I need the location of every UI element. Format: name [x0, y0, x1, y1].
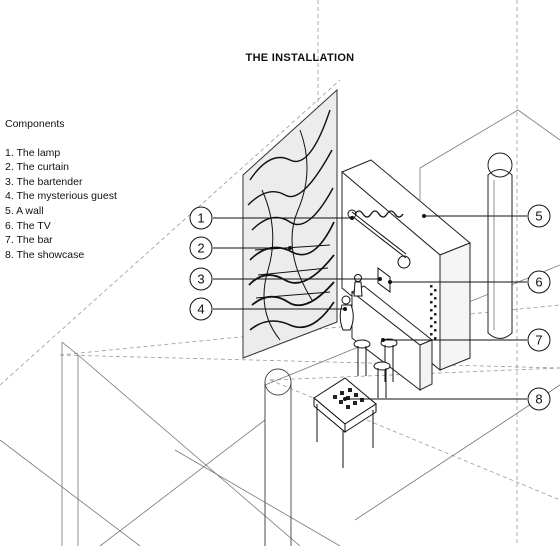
callout-bar: 7 [527, 328, 551, 352]
callout-7-number: 7 [535, 333, 542, 348]
legend-item-tv: 6. The TV [5, 219, 51, 232]
wall [341, 159, 471, 372]
page-title: THE INSTALLATION [245, 52, 355, 64]
figures [339, 274, 363, 331]
stools [353, 338, 398, 398]
legend-item-lamp: 1. The lamp [5, 146, 61, 159]
callout-3-number: 3 [197, 272, 204, 287]
callout-2-number: 2 [197, 241, 204, 256]
callout-bartender: 3 [189, 267, 213, 291]
callout-tv: 6 [527, 270, 551, 294]
legend-item-curtain: 2. The curtain [5, 161, 70, 174]
callouts: 1 2 3 4 5 6 7 8 [189, 204, 551, 411]
callout-mysterious-guest: 4 [189, 297, 213, 321]
callout-8-number: 8 [535, 392, 542, 407]
curtain [242, 88, 338, 359]
tv [377, 267, 391, 293]
pillar [264, 368, 292, 546]
callout-1-number: 1 [197, 211, 204, 226]
wall-graphic [430, 285, 437, 344]
legend-item-wall: 5. A wall [5, 204, 44, 217]
components-legend: Components 1. The lamp 2. The curtain 3.… [5, 117, 117, 262]
legend-heading: Components [5, 118, 65, 130]
leader-lines [213, 215, 527, 400]
callout-4-number: 4 [197, 302, 204, 317]
legend-item-bar: 7. The bar [5, 234, 53, 247]
callout-5-number: 5 [535, 209, 542, 224]
callout-6-number: 6 [535, 275, 542, 290]
showcase [313, 377, 377, 468]
legend-item-bartender: 3. The bartender [5, 175, 83, 188]
column [487, 152, 513, 339]
callout-curtain: 2 [189, 236, 213, 260]
legend-item-showcase: 8. The showcase [5, 248, 85, 261]
callout-showcase: 8 [527, 387, 551, 411]
legend-item-mysterious-guest: 4. The mysterious guest [5, 190, 117, 203]
callout-wall: 5 [527, 204, 551, 228]
lamp [347, 209, 411, 269]
leader-dots [288, 214, 426, 401]
legend-list: 1. The lamp 2. The curtain 3. The barten… [5, 146, 117, 263]
callout-lamp: 1 [189, 206, 213, 230]
